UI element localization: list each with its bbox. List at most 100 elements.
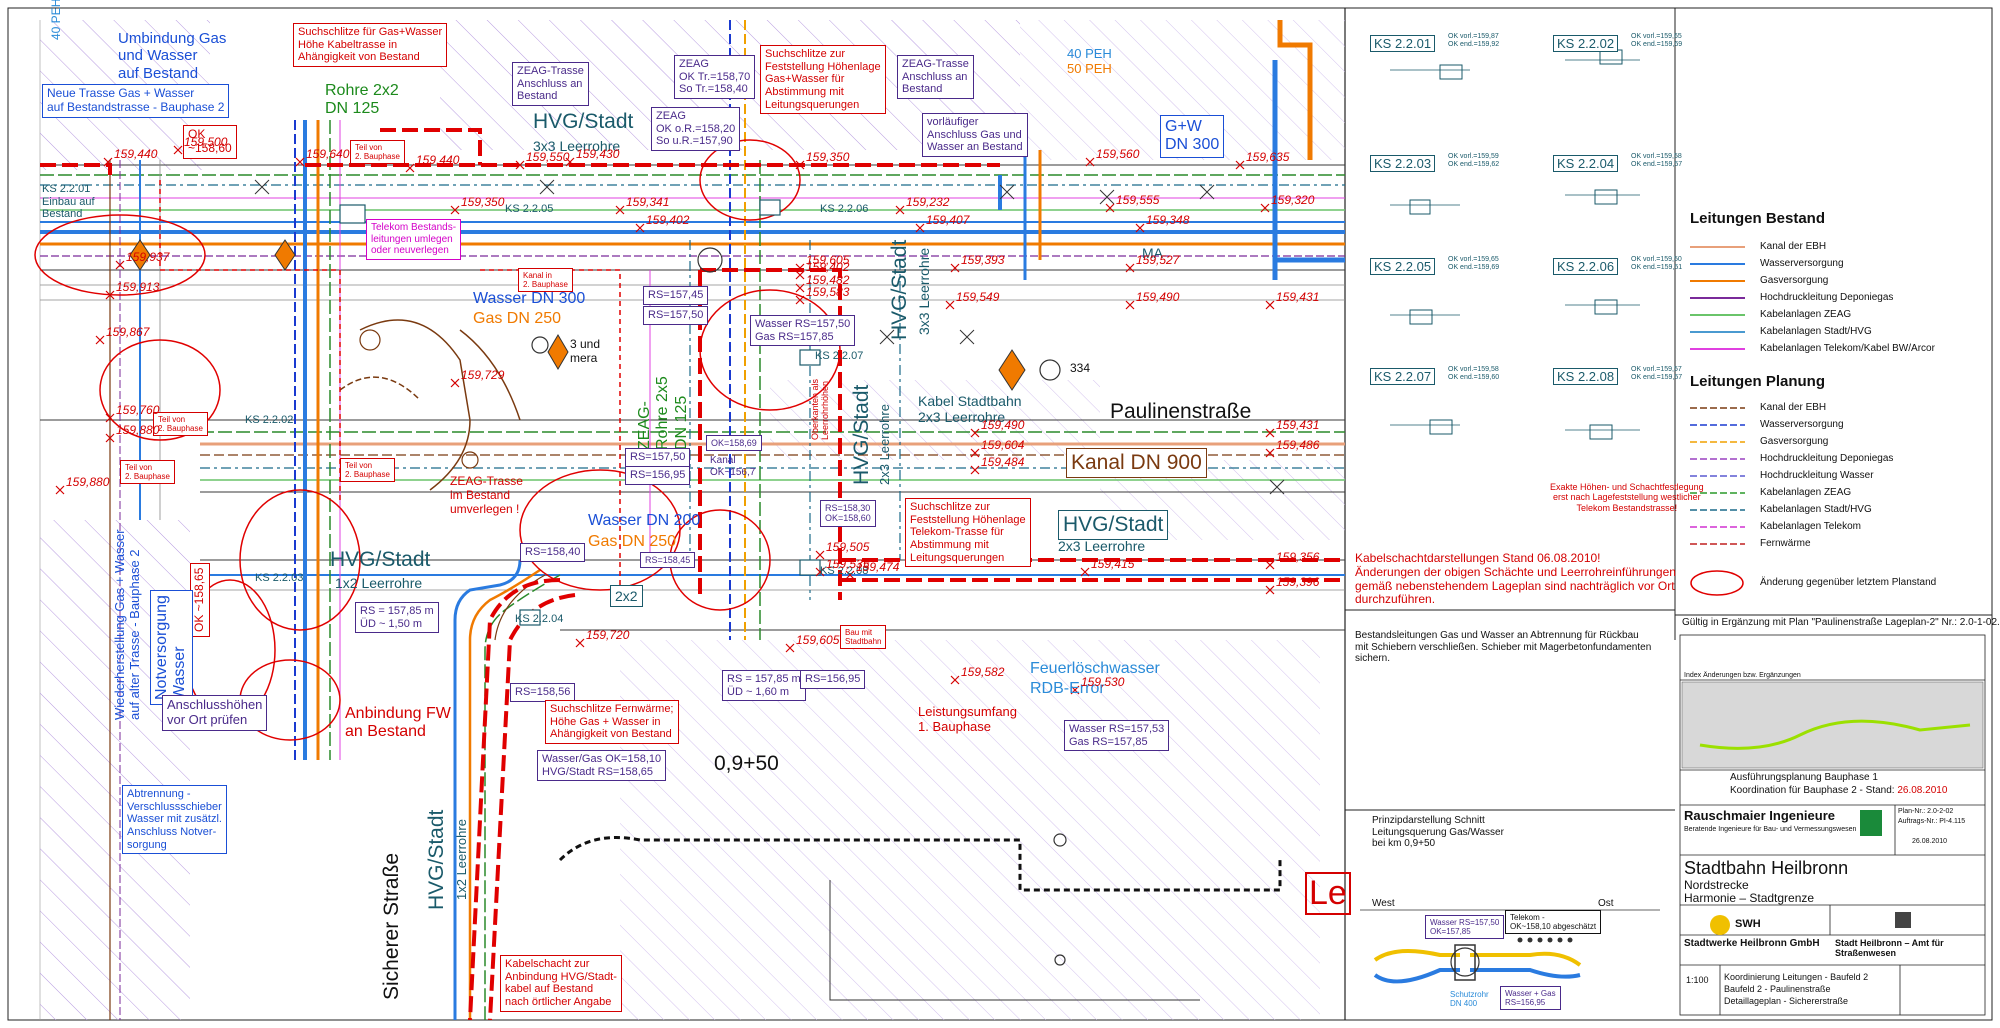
schnitt-schutzrohr: Schutzrohr DN 400 bbox=[1450, 990, 1489, 1009]
legend-planung-item: Hochdruckleitung Deponiegas bbox=[1760, 453, 1894, 464]
elevation-label: 159,760 bbox=[116, 403, 160, 417]
tb-plan-nr: Plan-Nr.: 2.0-2-02 bbox=[1898, 808, 1954, 815]
elevation-marker bbox=[450, 205, 460, 215]
ks-detail-notes: OK vorl.=159,57 OK end.=159,57 bbox=[1631, 366, 1683, 382]
num-334-label: 334 bbox=[1070, 361, 1091, 375]
hvg-stadt-1x2-label: HVG/Stadt bbox=[330, 548, 431, 571]
elevation-label: 159,583 bbox=[806, 285, 850, 299]
legend-bestand-item: Kabelanlagen Stadt/HVG bbox=[1760, 326, 1872, 337]
gueltig-note: Gültig in Ergänzung mit Plan "Paulinenst… bbox=[1682, 617, 2000, 628]
title-block-frame bbox=[1679, 634, 1986, 1016]
hatch-area bbox=[620, 640, 1320, 1020]
kabel-stadtbahn-label: Kabel Stadtbahn 2x3 Leerrohre bbox=[918, 393, 1022, 426]
elevation-label: 159,555 bbox=[1116, 193, 1160, 207]
tb-stadtwerke: Stadtwerke Heilbronn GmbH bbox=[1684, 938, 1820, 949]
elevation-layer bbox=[55, 145, 1275, 695]
ks-detail-notes: OK vorl.=159,58 OK end.=159,60 bbox=[1448, 366, 1500, 382]
tb-koordination-text: Koordination für Bauphase 2 - Stand: bbox=[1730, 785, 1895, 796]
ok-15869-label: OK=158,69 bbox=[706, 435, 762, 452]
tb-koordination: Koordination für Bauphase 2 - Stand: 26.… bbox=[1730, 785, 1947, 796]
legend-planung-item: Kabelanlagen Stadt/HVG bbox=[1760, 504, 1872, 515]
elevation-label: 159,635 bbox=[1246, 150, 1290, 164]
ks-2204-plan-label: KS 2.2.04 bbox=[515, 613, 564, 625]
umbindung-label: Umbindung Gas und Wasser auf Bestand bbox=[118, 30, 227, 82]
wasser-gas-rs-label: Wasser RS=157,53 Gas RS=157,85 bbox=[1064, 720, 1170, 752]
tb-stand-date: 26.08.2010 bbox=[1897, 785, 1948, 796]
firm-logo bbox=[1860, 810, 1882, 836]
elevation-marker bbox=[945, 300, 955, 310]
rs-15840-label: RS=158,40 bbox=[520, 543, 586, 562]
rs-15856-label: RS=158,56 bbox=[510, 683, 576, 702]
elevation-marker bbox=[815, 567, 825, 577]
tb-swh: SWH bbox=[1735, 918, 1761, 930]
elevation-marker bbox=[895, 205, 905, 215]
elevation-marker bbox=[515, 160, 525, 170]
elevation-marker bbox=[1070, 685, 1080, 695]
anschlusshoehen-label: Anschlusshöhen vor Ort prüfen bbox=[162, 695, 268, 731]
rs-15830-label: RS=158,30 OK=158,60 bbox=[820, 500, 876, 527]
kanal-ok-label: Kanal OK~156,7 bbox=[710, 455, 756, 478]
elevation-marker bbox=[1260, 203, 1270, 213]
crossing-marks bbox=[254, 179, 1285, 495]
elevation-marker bbox=[1085, 157, 1095, 167]
elevation-marker bbox=[950, 675, 960, 685]
vertical-pipes bbox=[109, 20, 1027, 1020]
elevation-marker bbox=[950, 263, 960, 273]
leerrohre-v3-label: 1x2 Leerrohre bbox=[454, 819, 469, 900]
ok-15865-label: OK ~158,65 bbox=[190, 562, 210, 637]
elevation-marker bbox=[95, 335, 105, 345]
leistungsumfang-label: Leistungsumfang 1. Bauphase bbox=[918, 704, 1018, 734]
kabelschacht-notice: Kabelschachtdarstellungen Stand 06.08.20… bbox=[1355, 551, 1676, 607]
oberkanten-label: Oberkanten als Leerrohrhöhen bbox=[810, 378, 831, 440]
elevation-marker bbox=[1235, 160, 1245, 170]
elevation-label: 159,396 bbox=[1276, 575, 1320, 589]
elevation-label: 159,474 bbox=[856, 560, 900, 574]
peh-50-label: 50 PEH bbox=[1067, 61, 1112, 76]
legend-bestand-item: Wasserversorgung bbox=[1760, 258, 1844, 269]
elevation-marker bbox=[105, 413, 115, 423]
tb-ausfuehrung: Ausführungsplanung Bauphase 1 bbox=[1730, 772, 1878, 783]
wasser-rs-label: Wasser RS=157,50 Gas RS=157,85 bbox=[750, 315, 856, 347]
twoxtwo-label: 2x2 bbox=[610, 585, 643, 608]
elevation-label: 159,348 bbox=[1146, 213, 1190, 227]
anbindung-fw-label: Anbindung FW an Bestand bbox=[345, 705, 451, 741]
ks-detail-notes: OK vorl.=159,58 OK end.=159,57 bbox=[1631, 153, 1683, 169]
elevation-marker bbox=[845, 570, 855, 580]
swh-logo bbox=[1710, 915, 1730, 935]
ks-plan-boxes bbox=[339, 199, 821, 626]
neue-trasse-label: Neue Trasse Gas + Wasser auf Bestandstra… bbox=[42, 84, 230, 118]
schnitt-detail bbox=[1360, 909, 1660, 984]
elevation-label: 159,549 bbox=[956, 290, 1000, 304]
elevation-label: 159,440 bbox=[114, 147, 158, 161]
teil-von-label: Teil von 2. Bauphase bbox=[350, 140, 405, 165]
suchschlitze-hoehe-label: Suchschlitze zur Feststellung Höhenlage … bbox=[760, 45, 886, 115]
schnitt-west: West bbox=[1372, 898, 1395, 909]
ks-2202-plan-label: KS 2.2.02 bbox=[245, 414, 294, 426]
elevation-marker bbox=[785, 643, 795, 653]
ks-detail-title: KS 2.2.03 bbox=[1370, 155, 1436, 172]
legend-bestand-title: Leitungen Bestand bbox=[1690, 210, 1826, 227]
ks-detail-title: KS 2.2.07 bbox=[1370, 368, 1436, 385]
ks-detail-title: KS 2.2.01 bbox=[1370, 35, 1436, 52]
elevation-label: 159,880 bbox=[116, 423, 160, 437]
teil-von-label-3: Teil von 2. Bauphase bbox=[340, 458, 395, 483]
bestand-notice: Bestandsleitungen Gas und Wasser an Abtr… bbox=[1355, 630, 1652, 664]
elevation-marker bbox=[635, 223, 645, 233]
ks-2206-plan-label: KS 2.2.06 bbox=[820, 203, 869, 215]
elevation-label: 159,431 bbox=[1276, 418, 1320, 432]
leerrohre-2x3-label: 2x3 Leerrohre bbox=[1058, 538, 1146, 554]
elevation-marker bbox=[1265, 448, 1275, 458]
legend-aenderung: Änderung gegenüber letztem Planstand bbox=[1760, 577, 1937, 588]
elevation-label: 159,440 bbox=[416, 153, 460, 167]
elevation-label: 159,402 bbox=[646, 213, 690, 227]
hvg-stadt-2x3-label: HVG/Stadt bbox=[1058, 510, 1169, 541]
elevation-marker bbox=[565, 157, 575, 167]
elevation-label: 159,505 bbox=[826, 540, 870, 554]
ks-2203-plan-label: KS 2.2.03 bbox=[255, 572, 304, 584]
ks-detail-title: KS 2.2.04 bbox=[1553, 155, 1619, 172]
elevation-label: 159,356 bbox=[1276, 550, 1320, 564]
legend-planung-item: Kanal der EBH bbox=[1760, 402, 1827, 413]
tb-desc3: Detaillageplan - Sichererstraße bbox=[1724, 996, 1849, 1006]
ks-detail-title: KS 2.2.08 bbox=[1553, 368, 1619, 385]
abtrennung-label: Abtrennung - Verschlussschieber Wasser m… bbox=[122, 785, 227, 855]
